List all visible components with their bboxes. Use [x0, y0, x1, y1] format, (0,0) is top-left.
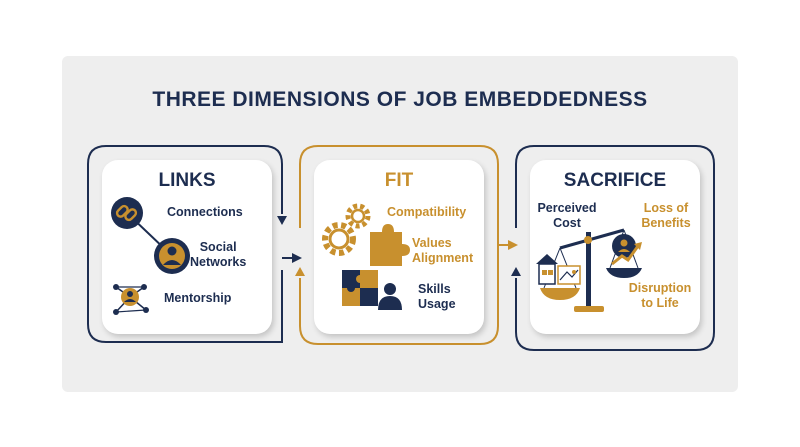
sacrifice-item-perceived-cost: Perceived Cost [537, 201, 597, 230]
person-icon [154, 238, 190, 274]
growth-arrow-icon [611, 234, 642, 266]
fit-item-skills-usage: Skills Usage [418, 282, 456, 311]
sacrifice-frame-line [515, 145, 715, 351]
links-item-mentorship: Mentorship [164, 291, 232, 305]
card-title-sacrifice: SACRIFICE [563, 170, 667, 191]
network-people-icon [113, 284, 149, 315]
fit-item-values-alignment: Values Alignment [412, 236, 474, 265]
links-frame-line [87, 145, 283, 343]
card-title-links: LINKS [158, 170, 216, 191]
arrow-up-sacrifice [511, 267, 521, 276]
fit-icons [322, 203, 410, 310]
card-links: LINKS Connectio [102, 160, 272, 334]
puzzle-icon [370, 224, 410, 266]
sacrifice-item-loss-of-benefits: Loss of Benefits [641, 201, 691, 230]
arrow-right-fit [292, 253, 302, 263]
fit-item-compatibility: Compatibility [387, 205, 467, 219]
puzzle-person-icon [342, 270, 402, 310]
diagram-title: THREE DIMENSIONS OF JOB EMBEDDEDNESS [152, 88, 648, 111]
arrow-up-fit [295, 267, 305, 276]
links-item-connections: Connections [167, 205, 243, 219]
card-title-fit: FIT [384, 170, 414, 191]
sacrifice-icons [536, 228, 642, 312]
gears-icon [322, 203, 371, 256]
chain-link-icon [111, 197, 143, 229]
house-map-icon [536, 254, 581, 285]
sacrifice-item-disruption-to-life: Disruption to Life [628, 281, 692, 310]
card-fit: FIT Compatibility Values Alignment Skill… [314, 160, 484, 334]
arrow-down-links [277, 216, 287, 225]
links-item-social-networks: Social Networks [190, 240, 247, 269]
links-icons [111, 197, 190, 315]
arrow-right-sacrifice [508, 240, 518, 250]
card-sacrifice: SACRIFICE [530, 160, 700, 334]
